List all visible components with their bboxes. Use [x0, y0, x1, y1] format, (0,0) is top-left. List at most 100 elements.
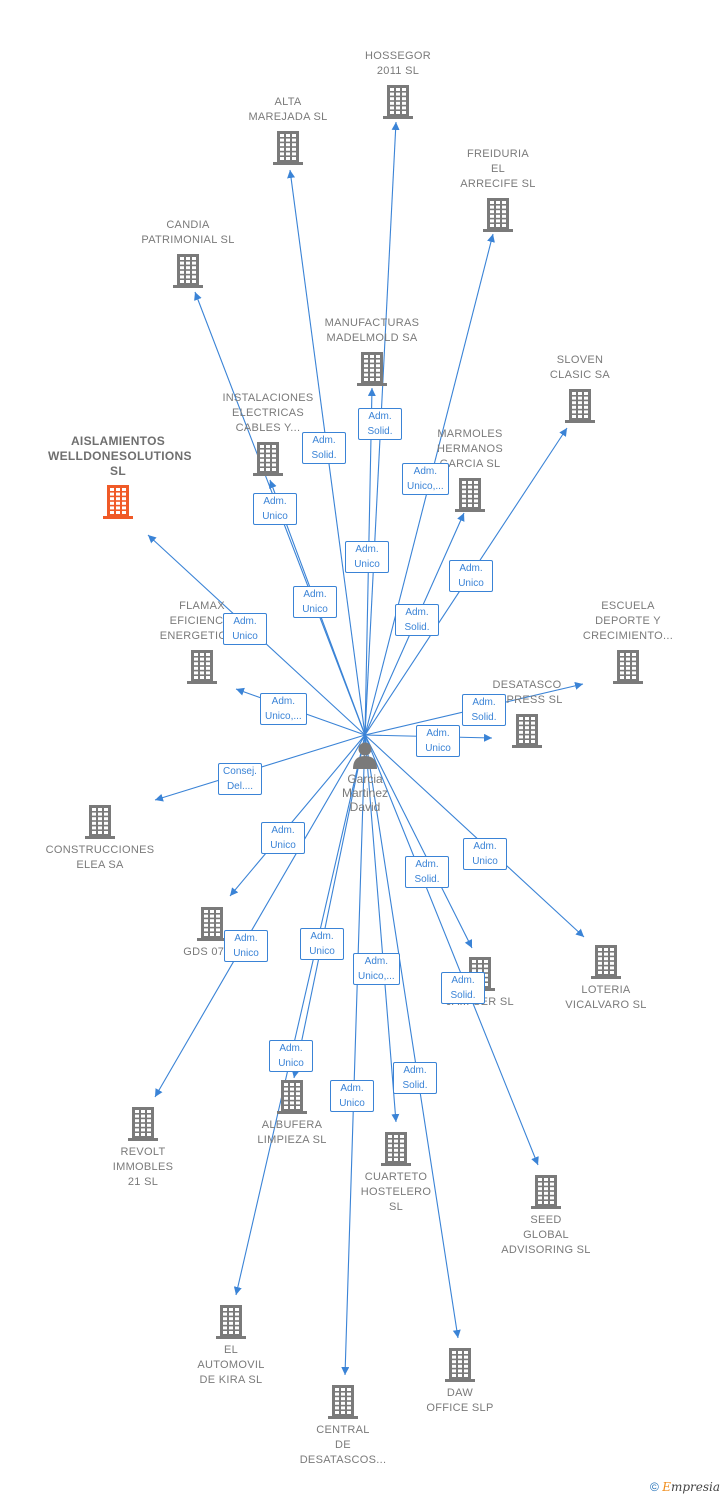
- role-label-automovil[interactable]: Adm. Unico: [269, 1040, 313, 1072]
- role-label-hossegor[interactable]: Adm. Solid.: [358, 408, 402, 440]
- company-name: FLAMAX EFICIENCIA ENERGETICA...: [159, 600, 245, 642]
- edge-line-revolt: [154, 734, 366, 1098]
- building-icon: [531, 1175, 561, 1209]
- role-label-aislamientos[interactable]: Adm. Unico: [223, 613, 267, 645]
- role-label-instalaciones[interactable]: Adm. Unico: [293, 586, 337, 618]
- company-node-manufacturas[interactable]: MANUFACTURAS MADELMOLD SA: [302, 316, 442, 386]
- role-label-loteria[interactable]: Adm. Unico: [463, 838, 507, 870]
- building-icon: [85, 805, 115, 839]
- building-icon: [565, 389, 595, 423]
- company-node-hossegor[interactable]: HOSSEGOR 2011 SL: [328, 49, 468, 119]
- building-icon: [173, 254, 203, 288]
- company-node-albufera[interactable]: ALBUFERA LIMPIEZA SL: [222, 1078, 362, 1148]
- role-label-marmoles[interactable]: Adm. Solid.: [395, 604, 439, 636]
- company-node-seed[interactable]: SEED GLOBAL ADVISORING SL: [476, 1173, 616, 1258]
- company-node-daw[interactable]: DAW OFFICE SLP: [390, 1346, 530, 1416]
- empresia-credit[interactable]: © Empresia: [650, 1480, 720, 1494]
- role-label-jaser[interactable]: Adm. Solid.: [405, 856, 449, 888]
- company-node-flamax[interactable]: FLAMAX EFICIENCIA ENERGETICA...: [132, 599, 272, 684]
- building-icon: [197, 907, 227, 941]
- company-name: MANUFACTURAS MADELMOLD SA: [324, 317, 420, 344]
- center-person-node[interactable]: Garcia Martinez David: [325, 740, 405, 814]
- company-name: SEED GLOBAL ADVISORING SL: [501, 1214, 591, 1256]
- building-icon: [328, 1385, 358, 1419]
- edge-line-loteria: [364, 734, 585, 938]
- role-label-gds[interactable]: Adm. Unico: [261, 822, 305, 854]
- edge-line-seed: [364, 734, 539, 1166]
- company-name: HOSSEGOR 2011 SL: [365, 50, 431, 77]
- role-label-revolt[interactable]: Adm. Unico: [224, 930, 268, 962]
- company-node-alta[interactable]: ALTA MAREJADA SL: [218, 95, 358, 165]
- role-label-candia[interactable]: Adm. Unico: [253, 493, 297, 525]
- edge-line-automovil: [233, 734, 366, 1296]
- company-node-loteria[interactable]: LOTERIA VICALVARO SL: [536, 943, 676, 1013]
- company-node-marmoles[interactable]: MARMOLES HERMANOS GARCIA SL: [400, 427, 540, 512]
- building-icon: [383, 85, 413, 119]
- company-name: EL AUTOMOVIL DE KIRA SL: [197, 1344, 265, 1386]
- company-node-escuela[interactable]: ESCUELA DEPORTE Y CRECIMIENTO...: [558, 599, 698, 684]
- person-icon: [353, 742, 377, 769]
- building-icon: [128, 1107, 158, 1141]
- company-name: MARMOLES HERMANOS GARCIA SL: [437, 428, 503, 470]
- company-node-automovil[interactable]: EL AUTOMOVIL DE KIRA SL: [161, 1303, 301, 1388]
- role-label-escuela[interactable]: Adm. Solid.: [462, 694, 506, 726]
- building-icon: [253, 442, 283, 476]
- company-name: AISLAMIENTOS WELLDONESOLUTIONS SL: [48, 434, 192, 478]
- building-icon: [187, 650, 217, 684]
- role-label-central[interactable]: Adm. Unico: [330, 1080, 374, 1112]
- company-node-freiduria[interactable]: FREIDURIA EL ARRECIFE SL: [428, 147, 568, 232]
- company-node-sloven[interactable]: SLOVEN CLASIC SA: [510, 353, 650, 423]
- company-name: ALBUFERA LIMPIEZA SL: [257, 1119, 327, 1146]
- company-node-gds[interactable]: GDS 076...: [142, 905, 282, 960]
- company-node-revolt[interactable]: REVOLT IMMOBLES 21 SL: [73, 1105, 213, 1190]
- role-label-construcciones[interactable]: Consej. Del....: [218, 763, 262, 795]
- building-icon: [103, 485, 133, 519]
- company-node-construcciones[interactable]: CONSTRUCCIONES ELEA SA: [30, 803, 170, 873]
- building-icon: [357, 352, 387, 386]
- company-name: LOTERIA VICALVARO SL: [565, 984, 647, 1011]
- company-name: FREIDURIA EL ARRECIFE SL: [460, 148, 536, 190]
- role-label-alta[interactable]: Adm. Solid.: [302, 432, 346, 464]
- company-name: SLOVEN CLASIC SA: [549, 354, 611, 381]
- role-label-manufacturas[interactable]: Adm. Unico: [345, 541, 389, 573]
- edge-line-albufera: [291, 734, 366, 1079]
- building-icon: [445, 1348, 475, 1382]
- company-node-instalaciones[interactable]: INSTALACIONES ELECTRICAS CABLES Y...: [198, 391, 338, 476]
- building-icon: [613, 650, 643, 684]
- building-icon: [483, 198, 513, 232]
- building-icon: [277, 1080, 307, 1114]
- brand-logo: Empresia: [662, 1480, 721, 1494]
- building-icon: [381, 1132, 411, 1166]
- role-label-freiduria[interactable]: Adm. Unico,...: [402, 463, 449, 495]
- building-icon: [273, 131, 303, 165]
- company-node-candia[interactable]: CANDIA PATRIMONIAL SL: [118, 218, 258, 288]
- edge-line-gds: [229, 734, 366, 897]
- company-name: CUARTETO HOSTELERO SL: [360, 1171, 432, 1213]
- edge-line-jaser: [364, 734, 473, 949]
- company-name: CANDIA PATRIMONIAL SL: [141, 219, 235, 246]
- company-node-cuarteto[interactable]: CUARTETO HOSTELERO SL: [326, 1130, 466, 1215]
- role-label-cuarteto[interactable]: Adm. Unico,...: [353, 953, 400, 985]
- company-name: CENTRAL DE DESATASCOS...: [299, 1424, 387, 1466]
- role-label-sloven[interactable]: Adm. Unico: [449, 560, 493, 592]
- company-node-central[interactable]: CENTRAL DE DESATASCOS...: [273, 1383, 413, 1468]
- building-icon: [216, 1305, 246, 1339]
- building-icon: [455, 478, 485, 512]
- role-label-albufera[interactable]: Adm. Unico: [300, 928, 344, 960]
- company-name: INSTALACIONES ELECTRICAS CABLES Y...: [222, 392, 314, 434]
- edge-line-daw: [364, 734, 461, 1339]
- role-label-seed[interactable]: Adm. Solid.: [441, 972, 485, 1004]
- company-name: ALTA MAREJADA SL: [248, 96, 328, 123]
- person-name: Garcia Martinez David: [341, 772, 388, 814]
- role-label-daw[interactable]: Adm. Solid.: [393, 1062, 437, 1094]
- company-node-aislamientos[interactable]: AISLAMIENTOS WELLDONESOLUTIONS SL: [48, 434, 192, 519]
- role-label-flamax[interactable]: Adm. Unico,...: [260, 693, 307, 725]
- building-icon: [512, 714, 542, 748]
- company-name: DAW OFFICE SLP: [426, 1387, 494, 1414]
- company-name: REVOLT IMMOBLES 21 SL: [112, 1146, 174, 1188]
- company-name: ESCUELA DEPORTE Y CRECIMIENTO...: [582, 600, 674, 642]
- edge-line-central: [341, 734, 366, 1376]
- role-label-desatasco[interactable]: Adm. Unico: [416, 725, 460, 757]
- copyright-icon: ©: [650, 1480, 659, 1494]
- edge-line-cuarteto: [364, 734, 400, 1123]
